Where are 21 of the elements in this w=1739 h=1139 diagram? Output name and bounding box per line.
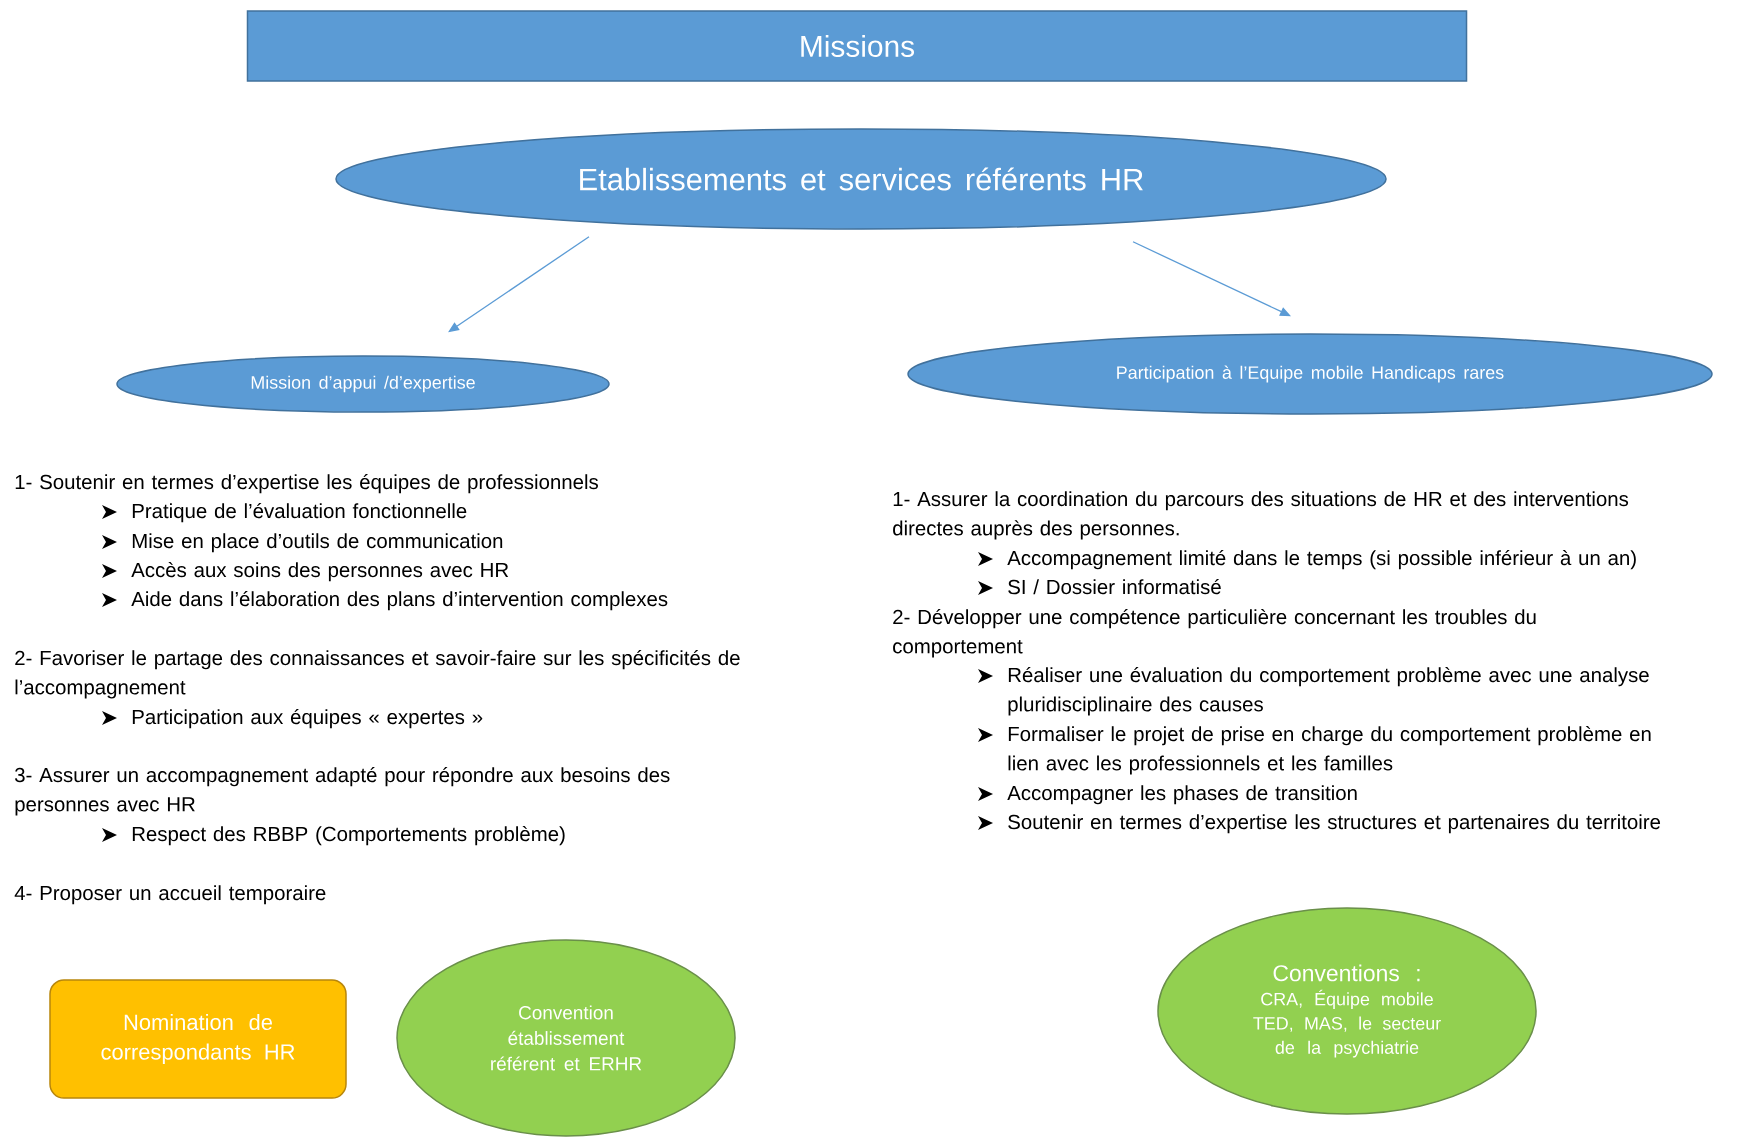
list-text: SI / Dossier informatisé bbox=[1008, 579, 1221, 595]
list-text: Respect des RBBP (Comportements problème) bbox=[132, 826, 565, 846]
list-text: Accompagnement limité dans le temps (si possible inférieur à un an) bbox=[1007, 550, 1636, 570]
rounded-box: Nomination de correspondants HR bbox=[49, 979, 347, 1099]
list-text: Soutenir en termes d’expertise les structures et partenaires du territoire bbox=[1008, 814, 1661, 834]
list-text: 1- Soutenir en termes d’expertise les équipes de professionnels bbox=[15, 474, 598, 494]
list-text: Mise en place d’outils de communication bbox=[132, 533, 503, 553]
list-text: Participation aux équipes « expertes » bbox=[132, 709, 483, 729]
title-banner: Missions bbox=[246, 10, 1468, 82]
list-text: 3- Assurer un accompagnement adapté pour répondre aux besoins des personnes avec HR bbox=[15, 767, 670, 816]
list-text: Formaliser le projet de prise en charge du comportement problème en lien avec les professionnels et les familles bbox=[1008, 726, 1651, 775]
list-text: Réaliser une évaluation du comportement problème avec une analyse pluridisciplinaire des causes bbox=[1008, 667, 1649, 716]
list-text: 4- Proposer un accueil temporaire bbox=[14, 885, 326, 905]
list-text: 2- Développer une compétence particulière concernant les troubles du comportement bbox=[893, 609, 1536, 658]
list-text: Aide dans l’élaboration des plans d’intervention complexes bbox=[131, 591, 668, 611]
list-text: Accès aux soins des personnes avec HR bbox=[131, 562, 509, 582]
list-text: Pratique de l’évaluation fonctionnelle bbox=[132, 503, 467, 523]
list-text: 1- Assurer la coordination du parcours des situations de HR et des interventions directes auprès des personnes. bbox=[893, 491, 1629, 540]
list-text: Accompagner les phases de transition bbox=[1007, 785, 1357, 805]
arrow bbox=[1132, 241, 1291, 317]
list-text: 2- Favoriser le partage des connaissances et savoir-faire sur les spécificités de l’accompagnement bbox=[15, 650, 740, 699]
